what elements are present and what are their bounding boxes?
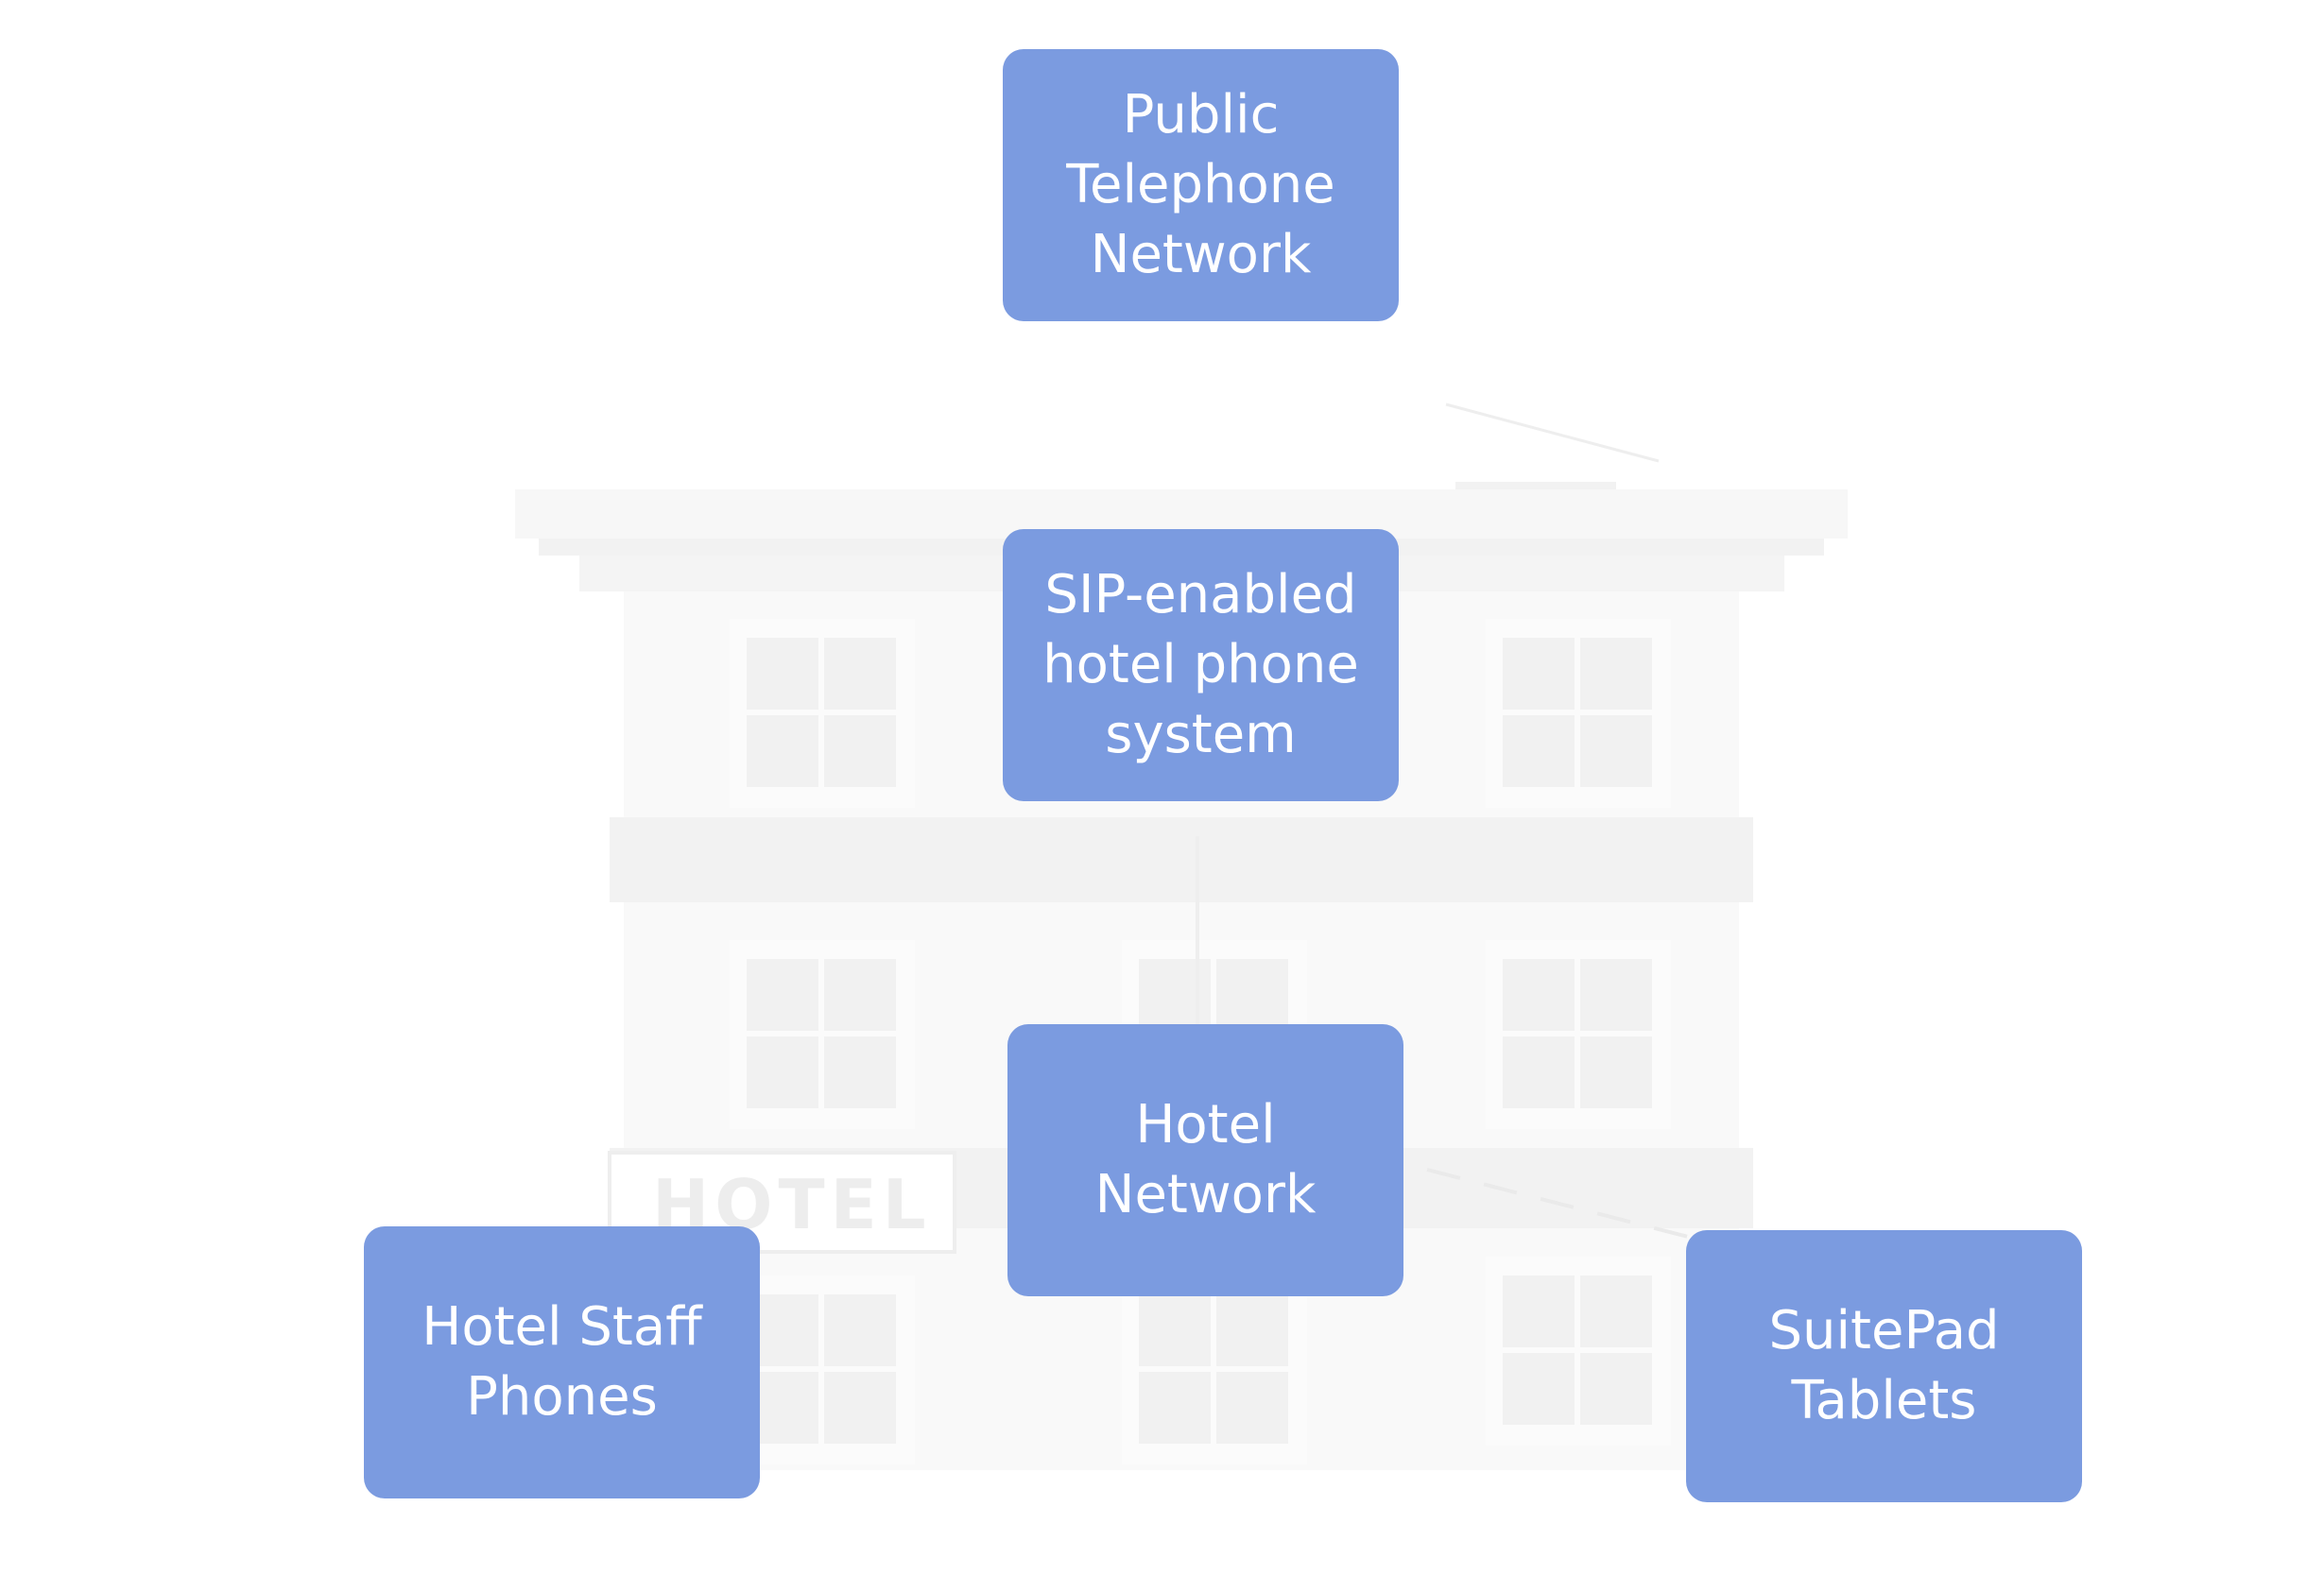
node-label: Hotel Network <box>1094 1094 1317 1225</box>
window-pane <box>1580 1036 1652 1108</box>
window-pane <box>1580 1353 1652 1425</box>
antenna-wire <box>1445 402 1660 463</box>
node-label: SIP-enabled hotel phone system <box>1042 564 1359 765</box>
window-pane <box>824 715 896 787</box>
window-pane <box>747 638 818 710</box>
window-pane <box>747 959 818 1031</box>
node-label: SuitePad Tablets <box>1768 1300 2000 1431</box>
hotel-sign <box>608 1151 956 1254</box>
public-telephone-network-node: Public Telephone Network <box>1003 49 1399 321</box>
hotel-staff-phones-node: Hotel Staff Phones <box>364 1226 760 1498</box>
window-pane <box>1503 1353 1575 1425</box>
window-pane <box>1216 1372 1288 1444</box>
hotel-network-node: Hotel Network <box>1007 1024 1403 1296</box>
window-pane <box>1216 1294 1288 1366</box>
window-pane <box>1503 1275 1575 1347</box>
window-pane <box>1503 1036 1575 1108</box>
window-pane <box>1503 638 1575 710</box>
floor-band-upper <box>610 817 1753 902</box>
window-pane <box>1503 959 1575 1031</box>
window-pane <box>1216 959 1288 1031</box>
chimney <box>1455 482 1616 489</box>
window-pane <box>1580 638 1652 710</box>
window-pane <box>824 638 896 710</box>
node-label: Hotel Staff Phones <box>422 1296 702 1428</box>
window-pane <box>747 1036 818 1108</box>
node-label: Public Telephone Network <box>1066 84 1335 285</box>
connector-net-suite <box>1426 1168 1693 1240</box>
window-pane <box>824 959 896 1031</box>
window-pane <box>1580 1275 1652 1347</box>
window-pane <box>1139 1294 1211 1366</box>
sip-phone-system-node: SIP-enabled hotel phone system <box>1003 529 1399 801</box>
window-pane <box>824 1294 896 1366</box>
window-pane <box>1580 715 1652 787</box>
window-pane <box>1139 1372 1211 1444</box>
window-pane <box>824 1036 896 1108</box>
window-pane <box>1503 715 1575 787</box>
suitepad-tablets-node: SuitePad Tablets <box>1686 1230 2082 1502</box>
window-pane <box>747 715 818 787</box>
window-pane <box>824 1372 896 1444</box>
window-pane <box>1580 959 1652 1031</box>
window-pane <box>1139 959 1211 1031</box>
